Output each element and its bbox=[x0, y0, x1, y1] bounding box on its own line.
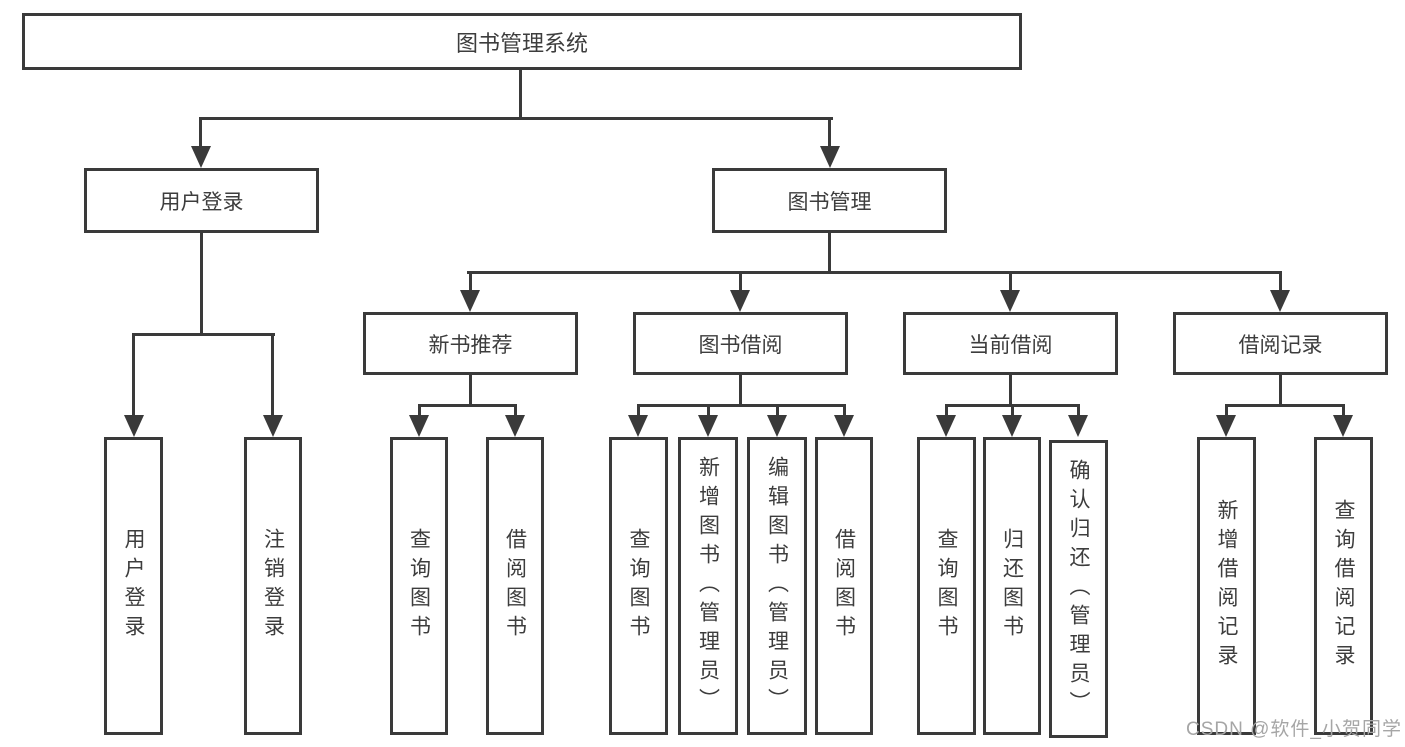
arrowhead-down-icon bbox=[460, 290, 480, 312]
leaf-query-books: 查询图书 bbox=[917, 437, 976, 735]
connector-shaft-leaf bbox=[945, 404, 948, 418]
node-root-system: 图书管理系统 bbox=[22, 13, 1022, 70]
connector-shaft-leaf bbox=[776, 404, 779, 418]
leaf-confirm-return-admin: 确认归还（管理员） bbox=[1049, 440, 1108, 738]
arrowhead-down-icon bbox=[767, 415, 787, 437]
connector-shaft-user-login bbox=[199, 117, 202, 150]
arrowhead-down-icon bbox=[505, 415, 525, 437]
connector-shaft-group bbox=[739, 271, 742, 295]
connector-shaft-group bbox=[1279, 271, 1282, 295]
arrowhead-down-icon bbox=[263, 415, 283, 437]
leaf-user-login: 用户登录 bbox=[104, 437, 163, 735]
arrowhead-down-icon bbox=[1000, 290, 1020, 312]
arrowhead-down-icon bbox=[628, 415, 648, 437]
arrowhead-down-icon bbox=[409, 415, 429, 437]
connector-shaft-leaf bbox=[1342, 404, 1345, 418]
arrowhead-down-icon bbox=[698, 415, 718, 437]
connector-group2-branch bbox=[637, 404, 846, 407]
connector-group2-stem bbox=[739, 375, 742, 407]
arrowhead-down-icon bbox=[1270, 290, 1290, 312]
leaf-borrow-books: 借阅图书 bbox=[815, 437, 873, 735]
leaf-edit-books-admin: 编辑图书（管理员） bbox=[747, 437, 807, 735]
node-new-book-recommend: 新书推荐 bbox=[363, 312, 578, 375]
connector-shaft-leaf bbox=[843, 404, 846, 418]
arrowhead-down-icon bbox=[124, 415, 144, 437]
connector-group1-branch bbox=[418, 404, 517, 407]
csdn-watermark: CSDN @软件_小贺同学 bbox=[1186, 719, 1402, 740]
leaf-return-books: 归还图书 bbox=[983, 437, 1041, 735]
arrowhead-down-icon bbox=[1333, 415, 1353, 437]
connector-shaft-group bbox=[1009, 271, 1012, 295]
connector-root-stem bbox=[519, 70, 522, 120]
leaf-query-borrow-record: 查询借阅记录 bbox=[1314, 437, 1373, 735]
connector-book-mgmt-stem bbox=[828, 233, 831, 274]
leaf-query-books: 查询图书 bbox=[390, 437, 448, 735]
connector-shaft-leaf bbox=[1011, 404, 1014, 418]
node-current-borrow: 当前借阅 bbox=[903, 312, 1118, 375]
arrowhead-down-icon bbox=[730, 290, 750, 312]
connector-shaft-leaf bbox=[132, 333, 135, 419]
connector-group4-stem bbox=[1279, 375, 1282, 407]
node-borrow-records: 借阅记录 bbox=[1173, 312, 1388, 375]
connector-shaft-group bbox=[469, 271, 472, 295]
arrowhead-down-icon bbox=[1216, 415, 1236, 437]
connector-book-mgmt-branch bbox=[467, 271, 1281, 274]
connector-shaft-leaf bbox=[1225, 404, 1228, 418]
node-book-management: 图书管理 bbox=[712, 168, 947, 233]
connector-group1-stem bbox=[469, 375, 472, 407]
leaf-logout: 注销登录 bbox=[244, 437, 302, 735]
arrowhead-down-icon bbox=[936, 415, 956, 437]
node-user-login: 用户登录 bbox=[84, 168, 319, 233]
leaf-borrow-books: 借阅图书 bbox=[486, 437, 544, 735]
arrowhead-down-icon bbox=[1002, 415, 1022, 437]
connector-user-login-branch bbox=[132, 333, 275, 336]
connector-group3-stem bbox=[1009, 375, 1012, 407]
connector-user-login-stem bbox=[200, 233, 203, 336]
connector-shaft-leaf bbox=[637, 404, 640, 418]
connector-group4-branch bbox=[1225, 404, 1345, 407]
leaf-add-borrow-record: 新增借阅记录 bbox=[1197, 437, 1256, 735]
arrowhead-down-icon bbox=[834, 415, 854, 437]
leaf-add-books-admin: 新增图书（管理员） bbox=[678, 437, 738, 735]
connector-shaft-leaf bbox=[271, 333, 274, 419]
connector-shaft-leaf bbox=[418, 404, 421, 418]
connector-shaft-leaf bbox=[1077, 404, 1080, 418]
node-book-borrow: 图书借阅 bbox=[633, 312, 848, 375]
arrowhead-down-icon bbox=[820, 146, 840, 168]
arrowhead-down-icon bbox=[191, 146, 211, 168]
connector-shaft-book-mgmt bbox=[828, 117, 831, 150]
leaf-query-books: 查询图书 bbox=[609, 437, 668, 735]
arrowhead-down-icon bbox=[1068, 415, 1088, 437]
connector-level1-branch bbox=[199, 117, 833, 120]
connector-shaft-leaf bbox=[514, 404, 517, 418]
connector-shaft-leaf bbox=[707, 404, 710, 418]
